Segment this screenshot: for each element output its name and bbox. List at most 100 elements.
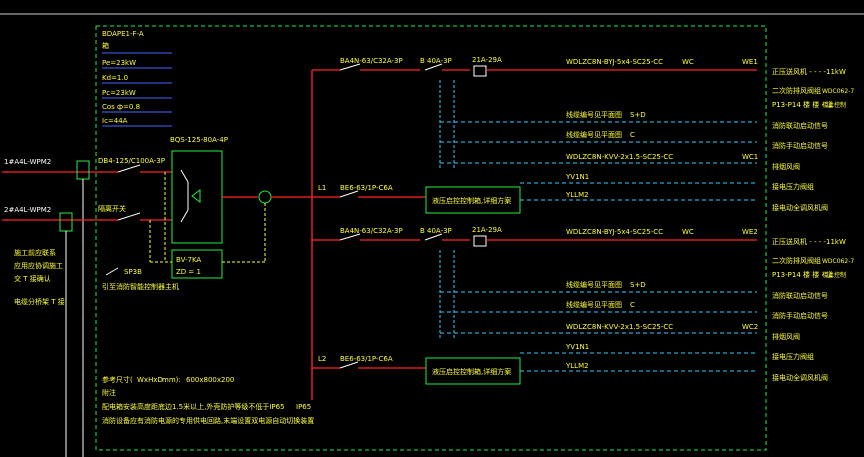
c1-controller: 液压启控控制箱,详细方案 xyxy=(432,196,511,205)
c1-ctrl-mark: S+D xyxy=(630,111,646,119)
c1-right-aux: WDC062-7 xyxy=(822,88,854,95)
c2-right-aux: 楼上控制 xyxy=(822,271,846,279)
size-unit: mm): xyxy=(162,376,181,384)
circuit-1: BA4N-63/C32A-3P B 40A-3P 21A-29A WDLZC8N… xyxy=(312,56,758,214)
panel-subtitle: 箱 xyxy=(102,41,109,50)
c2-breaker-switch xyxy=(339,233,361,241)
incoming-2-switch xyxy=(117,212,141,221)
c1-sub-breaker-model: BE6-63/1P-C6A xyxy=(340,184,393,192)
left-note-line: 交 T 接确认 xyxy=(14,274,51,283)
c2-ctrl-mark: S+D xyxy=(630,281,646,289)
aux-switch-label: SP3B xyxy=(124,268,142,276)
c1-ctrl-wire-label: WDLZC8N-KVV-2x1.5-SC25-CC xyxy=(566,153,673,161)
c1-right-label: 排烟风阀 xyxy=(772,162,800,171)
c2-ctrl-wire-label: WDLZC8N-KVV-2x1.5-SC25-CC xyxy=(566,323,673,331)
c1-circuit-id: WE1 xyxy=(742,58,758,66)
c2-yv: YV1N1 xyxy=(565,343,589,351)
c1-ctrl-mark: C xyxy=(630,131,635,139)
c2-right-aux: WDC062-7 xyxy=(822,258,854,265)
ats-contact xyxy=(180,169,189,183)
param-line: Pc=23kW xyxy=(102,89,136,97)
c2-breaker: BA4N-63/C32A-3P xyxy=(340,227,403,235)
c1-breaker: BA4N-63/C32A-3P xyxy=(340,57,403,65)
c2-right-label: 消防手动启动信号 xyxy=(772,311,828,320)
c2-contactor: B 40A-3P xyxy=(420,227,452,235)
c1-thermal: 21A-29A xyxy=(472,56,502,64)
c1-code: WC xyxy=(682,58,694,66)
c2-controller: 液压启控控制箱,详细方案 xyxy=(432,367,511,376)
incoming-1-box xyxy=(76,160,90,180)
incoming-1-switch xyxy=(117,164,141,173)
param-line: Pe=23kW xyxy=(102,59,136,67)
c1-right-label: 接电动全调风机阀 xyxy=(772,203,828,212)
ats-arrow-icon xyxy=(191,189,201,203)
c1-right-label: 二次防排风阀组 xyxy=(772,86,821,95)
c1-right-label: 接电压力阀组 xyxy=(772,182,814,191)
left-note-line: 电缆分桥架 T 接 xyxy=(14,297,65,306)
param-line: Ic=44A xyxy=(102,117,128,125)
c1-ctrl-wire-label: 线缆编号见平面图 xyxy=(566,110,622,119)
incoming-2-box xyxy=(59,212,73,232)
aux-module-box xyxy=(171,249,223,279)
incoming-2-label: 2#A4L-WPM2 xyxy=(4,206,51,214)
c2-sub-breaker-model: BE6-63/1P-C6A xyxy=(340,355,393,363)
c2-right-label: 接电动全调风机阀 xyxy=(772,373,828,382)
circuit-2: BA4N-63/C32A-3P B 40A-3P 21A-29A WDLZC8N… xyxy=(312,226,758,385)
c1-cable: WDLZC8N-BYJ-5x4-SC25-CC xyxy=(566,58,663,66)
c2-thermal: 21A-29A xyxy=(472,226,502,234)
notes-title: 附注 xyxy=(102,388,116,397)
panel-frame xyxy=(95,25,767,451)
c1-ctrl-wire-label: 线缆编号见平面图 xyxy=(566,130,622,139)
c1-right-label: P13-P14 楼 楼 - 道 xyxy=(772,100,833,109)
param-line: Kd=1.0 xyxy=(102,74,128,82)
c2-contactor-switch xyxy=(424,233,443,241)
ats-box xyxy=(171,150,223,244)
param-line: Cos ф=0.8 xyxy=(102,103,140,111)
c2-ctrl-wire-label: 线缆编号见平面图 xyxy=(566,280,622,289)
current-transformer-icon xyxy=(258,190,272,204)
c2-cable: WDLZC8N-BYJ-5x4-SC25-CC xyxy=(566,228,663,236)
notes-ip: IP65 xyxy=(296,403,311,411)
c1-right-label: 正压送风机 - - - -11kW xyxy=(772,67,846,76)
c1-sub-breaker: L1 xyxy=(318,184,326,192)
c2-right-label: 接电压力阀组 xyxy=(772,352,814,361)
fire-alarm-note: 引至消防智能控制器主机 xyxy=(102,282,179,291)
size-dimensions: WxHxD xyxy=(137,376,163,384)
c2-right-label: 正压送风机 - - - -11kW xyxy=(772,237,846,246)
c1-sub-code: YLLM2 xyxy=(565,191,589,199)
c1-thermal-relay xyxy=(473,65,487,77)
note-line: 配电箱安装高度距底边1.5米以上,外壳防护等级不低于IP65 xyxy=(102,402,285,411)
c2-right-label: P13-P14 楼 楼 - 道 xyxy=(772,270,833,279)
c2-right-label: 消防联动启动信号 xyxy=(772,291,828,300)
c2-right-label: 排烟风阀 xyxy=(772,332,800,341)
c1-ctrl-code: WC1 xyxy=(742,153,758,161)
ats-contact xyxy=(180,209,189,223)
panel-model: BDAPE1-F-A xyxy=(102,30,144,38)
incoming-1-breaker: DB4-125/C100A-3P xyxy=(98,157,165,165)
c1-right-label: 消防联动启动信号 xyxy=(772,121,828,130)
left-note-line: 应用应协调施工 xyxy=(14,261,63,270)
c1-contactor-switch xyxy=(424,63,443,71)
aux-module-model: BV-7KA xyxy=(176,256,201,264)
c1-right-aux: 楼上控制 xyxy=(822,101,846,109)
c2-ctrl-mark: C xyxy=(630,301,635,309)
incoming-1-label: 1#A4L-WPM2 xyxy=(4,158,51,166)
size-value: 600x800x200 xyxy=(186,376,234,384)
aux-module-value: ZD = 1 xyxy=(176,268,201,276)
note-line: 消防设备应有消防电源的专用供电回路,末端设置双电源自动切换装置 xyxy=(102,416,314,425)
aux-switch xyxy=(105,267,119,276)
c2-circuit-id: WE2 xyxy=(742,228,758,236)
c2-ctrl-wire-label: 线缆编号见平面图 xyxy=(566,300,622,309)
c2-sub-breaker: L2 xyxy=(318,355,326,363)
left-note-line: 施工前应联系 xyxy=(14,248,56,257)
c2-sub-code: YLLM2 xyxy=(565,362,589,370)
size-label: 参考尺寸( xyxy=(102,375,133,384)
c1-contactor: B 40A-3P xyxy=(420,57,452,65)
c2-thermal-relay xyxy=(473,235,487,247)
ats-model: BQS-125-80A-4P xyxy=(170,136,228,144)
c1-sub-switch xyxy=(339,190,359,198)
c2-ctrl-code: WC2 xyxy=(742,323,758,331)
c1-yv: YV1N1 xyxy=(565,173,589,181)
c2-code: WC xyxy=(682,228,694,236)
